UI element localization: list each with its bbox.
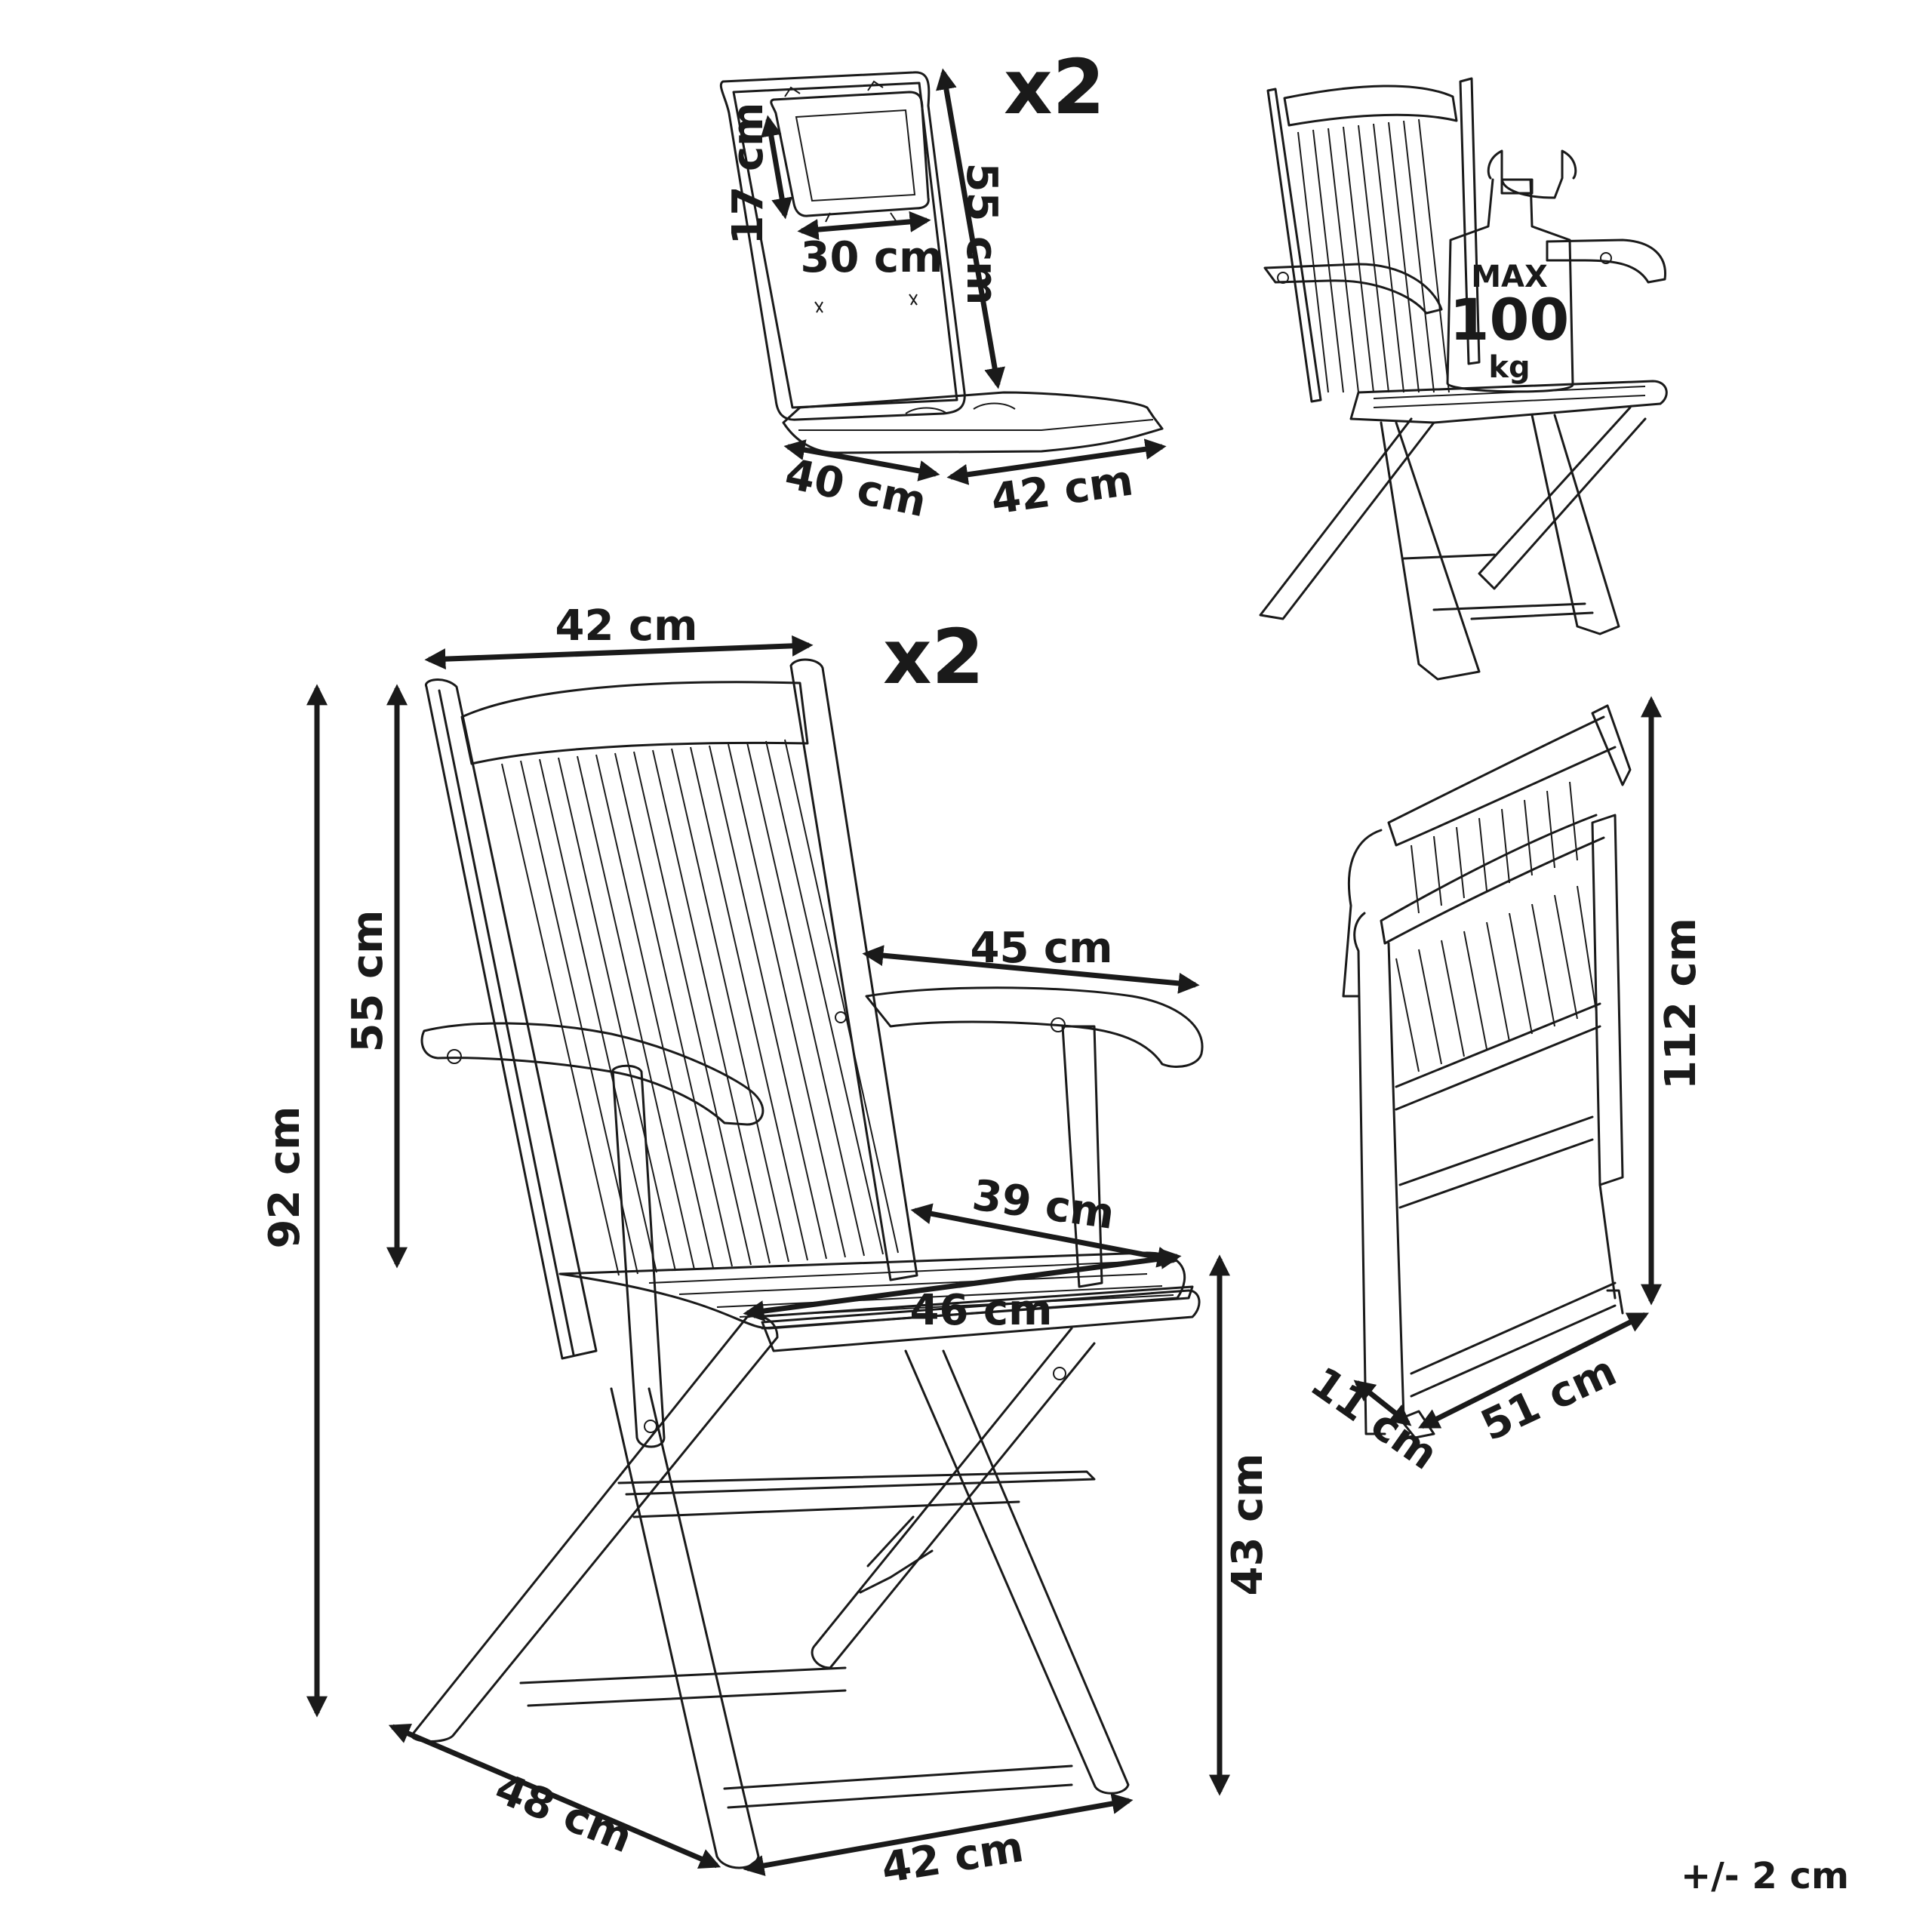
folded-height-label: 112 cm bbox=[1657, 918, 1706, 1090]
main-total-height-label: 92 cm bbox=[260, 1106, 309, 1249]
main-top-width-label: 42 cm bbox=[555, 601, 698, 651]
folded-chair-dimension-arrows bbox=[1353, 696, 1662, 1429]
main-back-height-label: 55 cm bbox=[343, 910, 392, 1053]
load-capacity-illustration bbox=[1259, 77, 1668, 681]
max-load-label: MAX bbox=[1471, 260, 1548, 294]
tolerance-note: +/- 2 cm bbox=[1681, 1855, 1849, 1897]
main-armrest-length-label: 45 cm bbox=[971, 924, 1113, 973]
cushion-dimension-arrows bbox=[761, 68, 1167, 485]
cushion-illustration bbox=[719, 71, 1164, 454]
max-load-value: 100 bbox=[1450, 286, 1570, 353]
main-seat-depth-inner-label: 39 cm bbox=[969, 1171, 1117, 1239]
cushion-pillow-width-label: 30 cm bbox=[801, 233, 943, 282]
main-chair-illustration bbox=[410, 658, 1204, 1869]
main-chair-quantity: x2 bbox=[883, 613, 984, 701]
main-base-width-label: 42 cm bbox=[878, 1823, 1027, 1894]
main-chair-dimension-arrows bbox=[306, 635, 1230, 1876]
folded-chair-illustration bbox=[1342, 704, 1632, 1439]
main-seat-depth-outer-label: 46 cm bbox=[910, 1286, 1053, 1335]
main-base-depth-label: 48 cm bbox=[488, 1764, 639, 1863]
main-seat-height-label: 43 cm bbox=[1223, 1454, 1272, 1596]
cushion-pillow-height-label: 17 cm bbox=[724, 103, 773, 245]
cushion-quantity: x2 bbox=[1004, 43, 1105, 131]
max-load-unit: kg bbox=[1488, 350, 1530, 385]
cushion-back-height-label: 55 cm bbox=[957, 163, 1006, 306]
